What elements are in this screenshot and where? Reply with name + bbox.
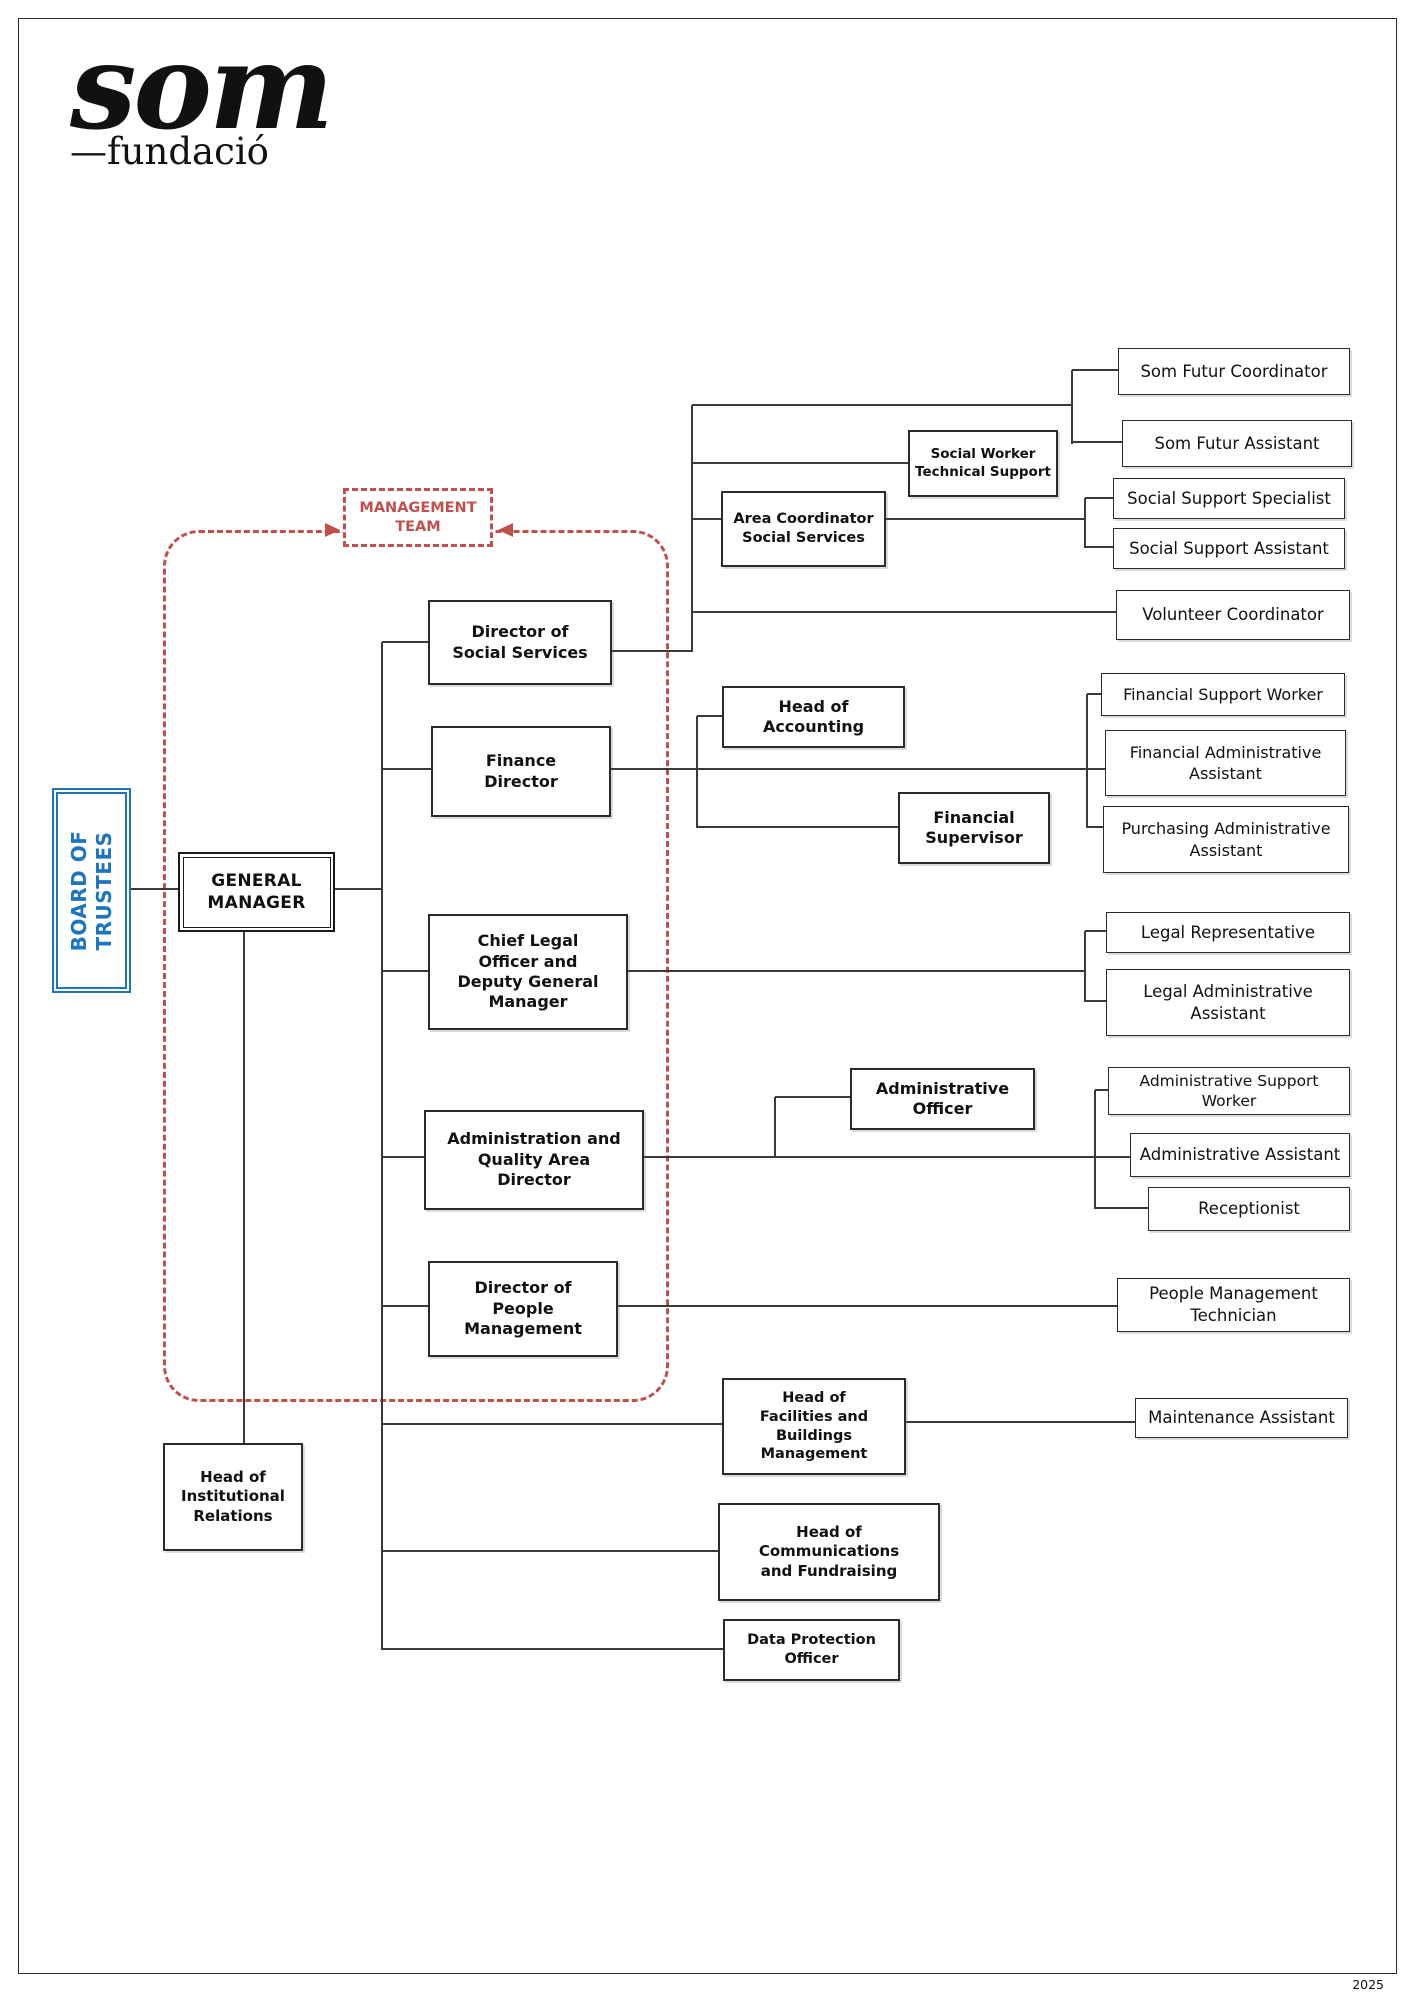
connector-line — [774, 1097, 776, 1157]
connector-line — [131, 888, 178, 890]
node-administrative-support-worker: Administrative Support Worker — [1108, 1067, 1350, 1115]
connector-line — [692, 611, 1116, 613]
connector-line — [775, 1096, 850, 1098]
node-head-institutional-relations: Head of Institutional Relations — [163, 1443, 303, 1551]
som-logo: som — [70, 17, 334, 156]
node-social-support-assistant: Social Support Assistant — [1113, 528, 1345, 569]
management-team-label: MANAGEMENT TEAM — [343, 488, 493, 547]
double-border — [56, 792, 127, 989]
connector-line — [886, 518, 1085, 520]
node-financial-supervisor: Financial Supervisor — [898, 792, 1050, 864]
arrow-left-icon — [498, 523, 513, 537]
year-label: 2025 — [1352, 1977, 1384, 1992]
node-purchasing-administrative-assistant: Purchasing Administrative Assistant — [1103, 806, 1349, 873]
node-financial-administrative-assistant: Financial Administrative Assistant — [1105, 730, 1346, 796]
connector-line — [1095, 1089, 1108, 1091]
connector-line — [697, 826, 898, 828]
node-administrative-officer: Administrative Officer — [850, 1068, 1035, 1130]
connector-line — [1072, 441, 1122, 443]
node-legal-representative: Legal Representative — [1106, 912, 1350, 953]
node-label: BOARD OF TRUSTEES — [66, 830, 116, 951]
node-data-protection-officer: Data Protection Officer — [723, 1619, 900, 1681]
connector-line — [644, 1156, 1130, 1158]
connector-line — [382, 1305, 428, 1307]
connector-line — [382, 1423, 722, 1425]
connector-line — [382, 970, 428, 972]
node-financial-support-worker: Financial Support Worker — [1101, 673, 1345, 716]
connector-line — [382, 1648, 723, 1650]
node-head-facilities: Head of Facilities and Buildings Managem… — [722, 1378, 906, 1475]
connector-line — [697, 715, 722, 717]
node-admin-quality-director: Administration and Quality Area Director — [424, 1110, 644, 1210]
node-director-social-services: Director of Social Services — [428, 600, 612, 685]
connector-line — [335, 888, 382, 890]
connector-line — [1086, 694, 1088, 828]
arrow-right-icon — [325, 523, 340, 537]
connector-line — [1087, 693, 1101, 695]
connector-line — [243, 932, 245, 1443]
connector-line — [692, 462, 908, 464]
connector-line — [1085, 497, 1113, 499]
connector-line — [1072, 369, 1118, 371]
connector-line — [1084, 931, 1086, 1002]
connector-line — [1085, 1000, 1106, 1002]
node-board-of-trustees: BOARD OF TRUSTEES — [52, 788, 131, 993]
connector-line — [381, 642, 383, 1650]
node-legal-administrative-assistant: Legal Administrative Assistant — [1106, 969, 1350, 1036]
node-som-futur-coordinator: Som Futur Coordinator — [1118, 348, 1350, 395]
connector-line — [906, 1421, 1135, 1423]
node-head-of-accounting: Head of Accounting — [722, 686, 905, 748]
connector-line — [692, 518, 721, 520]
node-social-support-specialist: Social Support Specialist — [1113, 478, 1345, 519]
node-volunteer-coordinator: Volunteer Coordinator — [1116, 590, 1350, 640]
som-logo-subtitle: —fundació — [70, 130, 269, 173]
node-social-worker-technical-support: Social Worker Technical Support — [908, 430, 1058, 497]
page-border — [18, 18, 1397, 1974]
connector-line — [628, 970, 1085, 972]
connector-line — [1084, 498, 1086, 548]
connector-line — [1085, 930, 1106, 932]
connector-line — [382, 641, 428, 643]
node-general-manager: GENERAL MANAGER — [178, 852, 335, 932]
connector-line — [692, 404, 1072, 406]
connector-line — [696, 716, 698, 828]
connector-line — [382, 1550, 718, 1552]
node-chief-legal-officer: Chief Legal Officer and Deputy General M… — [428, 914, 628, 1030]
node-area-coordinator-social-services: Area Coordinator Social Services — [721, 491, 886, 567]
connector-line — [691, 405, 693, 652]
connector-line — [1087, 826, 1103, 828]
connector-line — [612, 650, 692, 652]
node-director-people-management: Director of People Management — [428, 1261, 618, 1357]
node-maintenance-assistant: Maintenance Assistant — [1135, 1398, 1348, 1438]
connector-line — [1071, 370, 1073, 444]
connector-line — [1095, 1207, 1148, 1209]
node-people-management-technician: People Management Technician — [1117, 1278, 1350, 1332]
node-label: GENERAL MANAGER — [182, 856, 331, 928]
connector-line — [1094, 1090, 1096, 1209]
connector-line — [1085, 546, 1113, 548]
node-som-futur-assistant: Som Futur Assistant — [1122, 420, 1352, 467]
node-head-communications: Head of Communications and Fundraising — [718, 1503, 940, 1601]
node-administrative-assistant: Administrative Assistant — [1130, 1133, 1350, 1177]
node-finance-director: Finance Director — [431, 726, 611, 817]
node-receptionist: Receptionist — [1148, 1187, 1350, 1231]
connector-line — [382, 768, 431, 770]
connector-line — [611, 768, 1105, 770]
connector-line — [382, 1156, 424, 1158]
connector-line — [618, 1305, 1117, 1307]
